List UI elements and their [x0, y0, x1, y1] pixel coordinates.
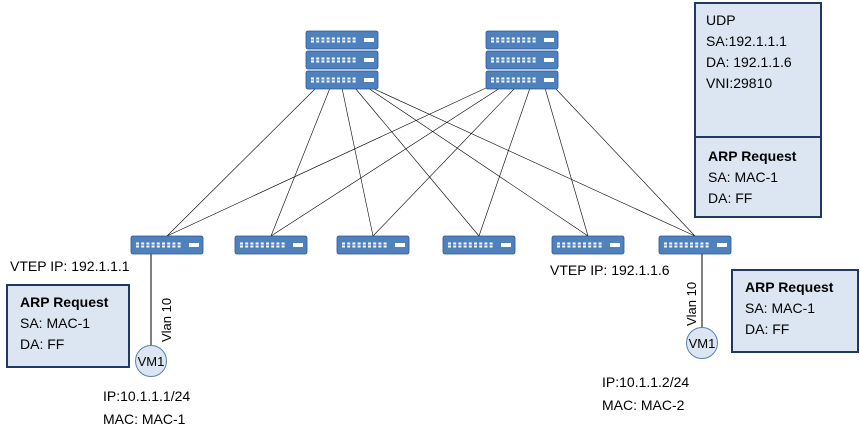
inner-arp-da: DA: FF	[708, 190, 753, 206]
leaf-switch-3	[336, 235, 410, 255]
vlan-label-right: Vlan 10	[684, 281, 699, 326]
vm-left-ip: IP:10.1.1.1/24	[103, 388, 191, 404]
vtep-label-left: VTEP IP: 192.1.1.1	[10, 258, 130, 274]
spine-leaf-link	[166, 87, 317, 237]
spine-leaf-link	[478, 87, 531, 237]
spine-switch-2-unit-2	[485, 50, 559, 70]
spine-switch-1-unit-3	[305, 70, 379, 90]
spine-switch-1-unit-2	[305, 50, 379, 70]
spine-switch-1-unit-1	[305, 30, 379, 50]
vm-right-mac: MAC: MAC-2	[602, 397, 685, 413]
spine-leaf-link	[371, 87, 696, 237]
spine-leaf-link	[166, 87, 487, 237]
udp-sa: SA:192.1.1.1	[706, 33, 787, 49]
spine-leaf-link	[554, 87, 696, 237]
spine-leaf-link	[341, 87, 374, 237]
leaf-switch-1	[130, 235, 204, 255]
arp-right-da: DA: FF	[745, 321, 790, 337]
vtep-label-right: VTEP IP: 192.1.1.6	[550, 262, 670, 278]
arp-left-sa: SA: MAC-1	[20, 315, 91, 331]
links	[166, 87, 696, 237]
encapsulation-box: UDP SA:192.1.1.1 DA: 192.1.1.6 VNI:29810…	[694, 2, 822, 218]
vlan-label-left: Vlan 10	[159, 297, 174, 342]
vm-left-mac: MAC: MAC-1	[103, 411, 186, 427]
devices	[130, 30, 732, 255]
inner-arp: ARP Request SA: MAC-1 DA: FF	[696, 138, 820, 209]
spine-leaf-link	[270, 87, 331, 237]
udp-header: UDP SA:192.1.1.1 DA: 192.1.1.6 VNI:29810	[696, 4, 820, 138]
udp-label: UDP	[706, 12, 736, 28]
vm-right: VM1	[686, 327, 718, 359]
udp-da: DA: 192.1.1.6	[706, 54, 792, 70]
spine-switch-2-unit-3	[485, 70, 559, 90]
arp-box-left: ARP Request SA: MAC-1 DA: FF	[6, 284, 130, 368]
udp-vni: VNI:29810	[706, 75, 773, 91]
leaf-switch-2	[234, 235, 308, 255]
spine-switch-2-unit-1	[485, 30, 559, 50]
arp-right-title: ARP Request	[745, 279, 834, 295]
arp-left-title: ARP Request	[20, 294, 109, 310]
vm-left: VM1	[135, 345, 167, 377]
inner-arp-title: ARP Request	[708, 148, 797, 164]
arp-right-sa: SA: MAC-1	[745, 300, 816, 316]
inner-arp-sa: SA: MAC-1	[708, 169, 779, 185]
spine-leaf-link	[367, 87, 589, 237]
vm-links	[150, 254, 703, 346]
leaf-switch-4	[442, 235, 516, 255]
spine-leaf-link	[354, 87, 480, 237]
spine-leaf-link	[544, 87, 589, 237]
arp-left-da: DA: FF	[20, 336, 65, 352]
vm-right-ip: IP:10.1.1.2/24	[602, 374, 690, 390]
leaf-switch-5	[551, 235, 625, 255]
leaf-switch-6	[658, 235, 732, 255]
spine-leaf-link	[270, 87, 501, 237]
spine-leaf-link	[372, 87, 516, 237]
arp-box-right: ARP Request SA: MAC-1 DA: FF	[731, 269, 859, 353]
